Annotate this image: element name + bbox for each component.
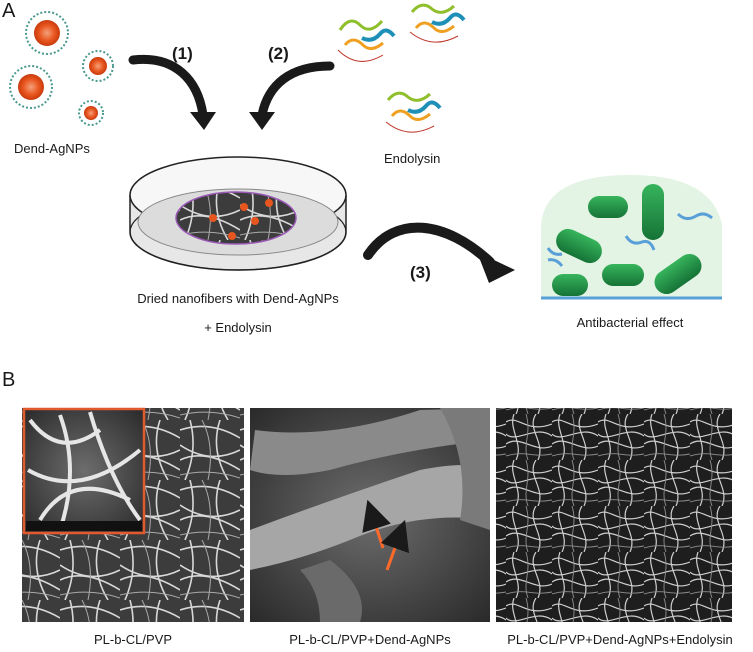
micrograph-1 [22, 408, 244, 622]
step-1-label: (1) [172, 44, 193, 64]
endolysin-label: Endolysin [384, 151, 440, 166]
bacterium-icon [552, 274, 588, 296]
micrograph-2 [250, 408, 490, 622]
protein-icon [338, 21, 394, 61]
panel-a-label: A [2, 0, 15, 23]
dish-caption-line1: Dried nanofibers with Dend-AgNPs [112, 291, 364, 306]
nanoparticle-icon [26, 12, 68, 54]
bacterium-icon [602, 264, 644, 286]
protein-icon [410, 5, 464, 42]
nanoparticle-icon [83, 51, 113, 81]
bacterium-icon [588, 196, 628, 218]
antibacterial-effect-label: Antibacterial effect [540, 315, 720, 330]
micrograph-1-caption: PL-b-CL/PVP [22, 632, 244, 647]
dend-agnp-cluster [10, 12, 113, 125]
step3-arrow [368, 228, 490, 262]
micrograph-3 [496, 408, 732, 622]
protein-icon [386, 93, 440, 132]
step-3-label: (3) [410, 263, 431, 283]
dend-agnps-label: Dend-AgNPs [14, 141, 90, 156]
micrograph-2-caption: PL-b-CL/PVP+Dend-AgNPs [250, 632, 490, 647]
bacterium-icon [642, 184, 664, 240]
nanoparticle-icon [10, 66, 52, 108]
endolysin-protein-cluster [338, 5, 464, 132]
step-2-label: (2) [268, 44, 289, 64]
micrograph-3-caption: PL-b-CL/PVP+Dend-AgNPs+Endolysin [490, 632, 750, 647]
micrograph-inset [24, 409, 144, 533]
step1-arrowhead [190, 112, 216, 130]
antibacterial-effect-illustration [541, 175, 722, 299]
petri-dish-icon [130, 157, 346, 270]
panel-b-label: B [2, 369, 15, 392]
nanoparticle-icon [79, 101, 103, 125]
step1-arrow [133, 59, 203, 115]
step3-arrowhead [477, 252, 515, 283]
dish-caption-line2: + Endolysin [112, 320, 364, 335]
nanofiber-mat [176, 192, 296, 244]
step2-arrowhead [249, 112, 275, 130]
step2-arrow [262, 66, 330, 115]
